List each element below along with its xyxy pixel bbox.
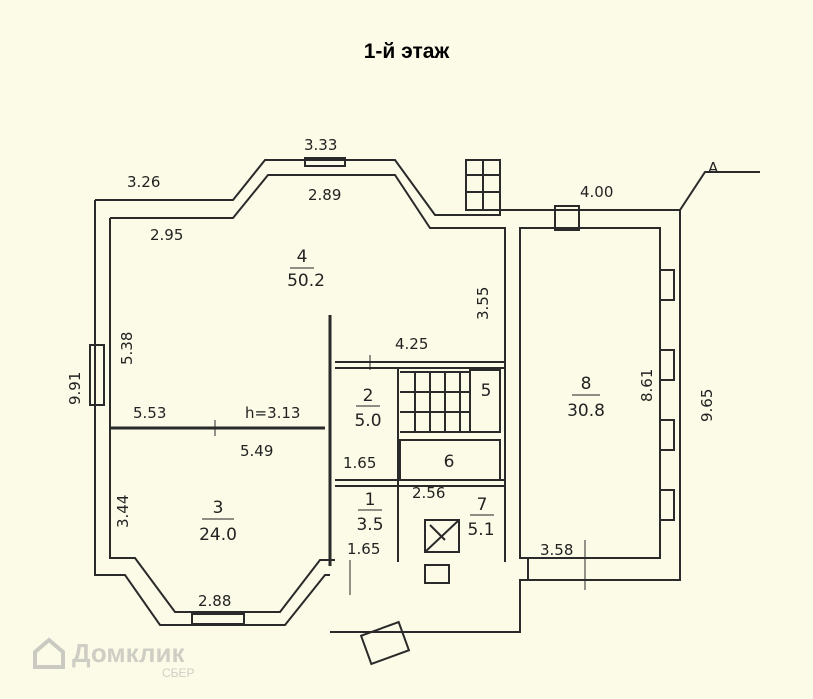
room-8: 8 30.8: [567, 374, 605, 421]
svg-text:24.0: 24.0: [199, 525, 237, 545]
svg-text:8: 8: [581, 374, 592, 394]
dim-bay-top-inner: 2.89: [308, 186, 341, 204]
outer-wall: [95, 159, 760, 216]
watermark-brand: Домклик: [72, 637, 185, 668]
svg-text:3: 3: [213, 498, 224, 518]
dim-room3-height: 3.44: [114, 495, 132, 528]
outer-wall-right: [330, 210, 681, 633]
dim-wall-top-right: 4.00: [580, 183, 613, 201]
room-6: 6: [444, 452, 455, 472]
dim-total-left-height: 9.91: [66, 372, 84, 405]
svg-text:5.1: 5.1: [467, 520, 494, 540]
inner-wall: [110, 174, 506, 562]
axis-marker: А: [708, 159, 719, 177]
dim-room1-width: 1.65: [347, 540, 380, 558]
ceiling-height: h=3.13: [245, 404, 300, 422]
outer-wall-bottom: [94, 200, 330, 626]
svg-text:1: 1: [365, 490, 376, 510]
svg-text:7: 7: [477, 495, 488, 515]
room-5: 5: [481, 381, 492, 401]
svg-text:4: 4: [297, 247, 308, 267]
dim-room8-width: 3.58: [540, 541, 573, 559]
dim-bay-bottom: 2.88: [198, 592, 231, 610]
dim-room4-width: 2.95: [150, 226, 183, 244]
room-7: 7 5.1: [467, 495, 494, 540]
watermark-sub: СБЕР: [162, 666, 195, 680]
dim-stair-width: 1.65: [343, 454, 376, 472]
room-2: 2 5.0: [354, 386, 381, 431]
boiler-symbol: [424, 519, 460, 553]
dim-room4-height: 3.55: [474, 287, 492, 320]
svg-text:30.8: 30.8: [567, 401, 605, 421]
dim-corridor-width: 4.25: [395, 335, 428, 353]
watermark: Домклик СБЕР: [32, 636, 195, 680]
dim-room3-width-mid: 5.49: [240, 442, 273, 460]
svg-text:5.0: 5.0: [354, 411, 381, 431]
svg-text:50.2: 50.2: [287, 271, 325, 291]
dim-wall-top-left: 3.26: [127, 173, 160, 191]
dim-room8-height: 8.61: [638, 369, 656, 402]
room-8-walls: [519, 227, 661, 559]
page-title: 1-й этаж: [363, 40, 450, 63]
dim-room3-width-top: 5.53: [133, 404, 166, 422]
svg-text:6: 6: [444, 452, 455, 472]
svg-text:3.5: 3.5: [356, 515, 383, 535]
dim-bay-top-outer: 3.33: [304, 136, 337, 154]
room-1: 1 3.5: [356, 490, 383, 535]
house-icon: [33, 637, 65, 669]
dim-room7-width: 2.56: [412, 484, 445, 502]
svg-text:2: 2: [363, 386, 374, 406]
svg-text:5: 5: [481, 381, 492, 401]
room-4: 4 50.2: [287, 247, 325, 291]
room-3: 3 24.0: [199, 498, 237, 545]
dim-room4-left-height: 5.38: [118, 332, 136, 365]
dim-total-right-height: 9.65: [698, 389, 716, 422]
